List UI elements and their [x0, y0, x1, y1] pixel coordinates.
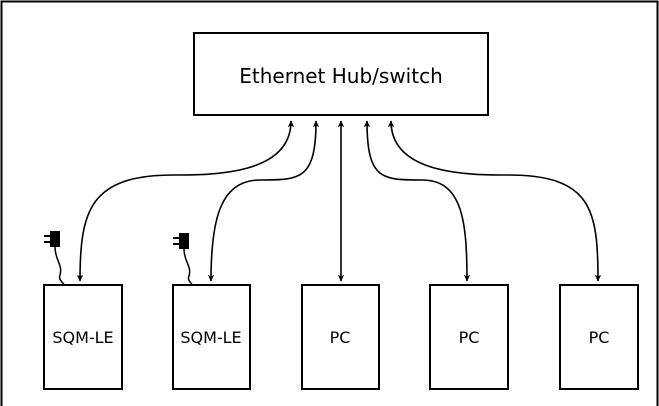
- power-plug-icon: [173, 233, 193, 285]
- connections: [76, 120, 602, 282]
- device-label: PC: [459, 328, 480, 347]
- device-label: PC: [589, 328, 610, 347]
- hub-label: Ethernet Hub/switch: [239, 64, 443, 88]
- device-label: PC: [330, 328, 351, 347]
- device-box: [172, 284, 251, 390]
- device-box: [301, 284, 380, 390]
- connection-hub-sqm-2: [207, 120, 320, 282]
- power-plug-icon: [44, 231, 65, 285]
- device-pc-2: PC: [429, 284, 509, 390]
- device-pc-1: PC: [301, 284, 380, 390]
- device-label: SQM-LE: [52, 328, 113, 347]
- device-label: SQM-LE: [180, 328, 241, 347]
- device-box: [429, 284, 509, 390]
- connection-hub-pc-2: [363, 120, 471, 282]
- device-sqm-2: SQM-LE: [172, 284, 251, 390]
- device-box: [43, 284, 123, 390]
- hub-box: [193, 32, 489, 116]
- connection-hub-pc-3: [387, 120, 602, 282]
- hub-node: Ethernet Hub/switch: [193, 32, 489, 116]
- device-box: [559, 284, 639, 390]
- device-pc-3: PC: [559, 284, 639, 390]
- device-sqm-1: SQM-LE: [43, 284, 123, 390]
